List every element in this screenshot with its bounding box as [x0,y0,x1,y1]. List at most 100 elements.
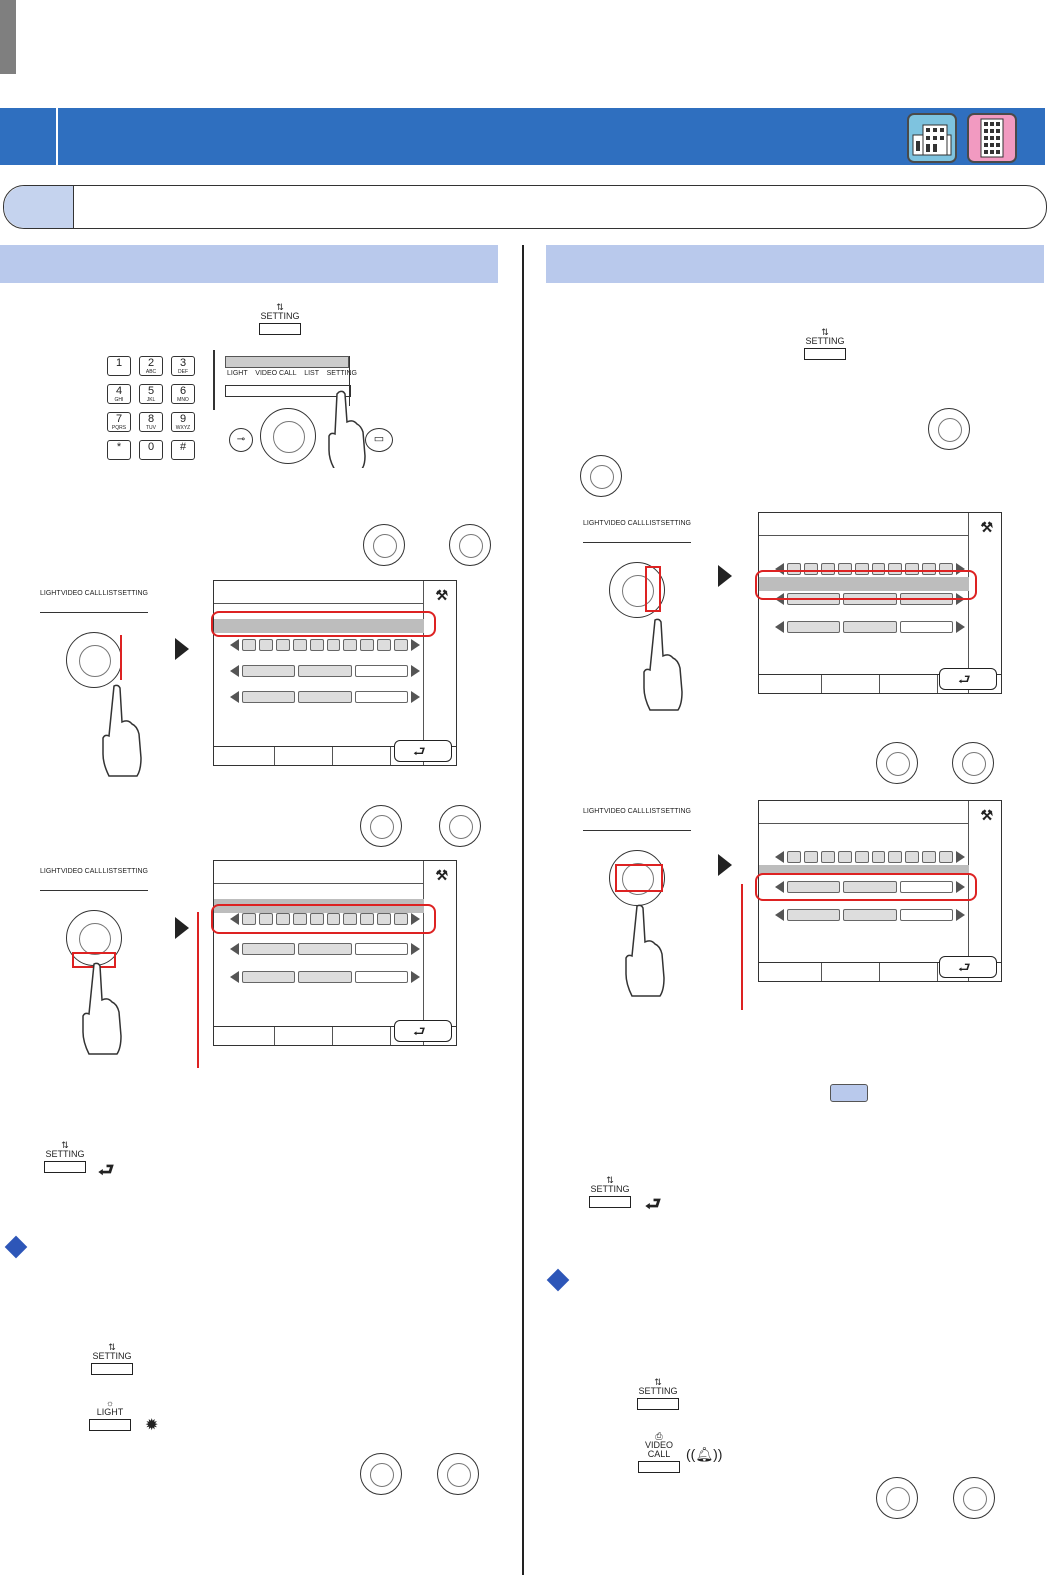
callout-line [741,884,743,1010]
pointing-hand-icon [328,390,366,468]
dpad-left-icon [437,1453,479,1495]
highlight-box [211,611,436,637]
keypad-key: * [107,440,131,460]
highlighted-row [759,865,969,875]
back-icon: ⮐ [394,1020,452,1042]
screen-mockup: ⚒ ⮐ [213,580,457,766]
next-arrow-icon [718,854,732,876]
highlighted-row [759,577,969,591]
setting-icon: ⇅ [108,1342,116,1352]
option-row [230,971,420,983]
dpad-right-icon [876,742,918,784]
unlock-key-icon: ⊸ [229,428,253,452]
pointing-hand-icon [643,618,683,711]
dpad-up-icon [363,524,405,566]
digit-row [775,563,965,575]
reference-badge [830,1084,868,1102]
highlighted-row [214,899,424,913]
setting-icon: ⇅ [61,1140,69,1150]
keypad-key: 0 [139,440,163,460]
section-number-divider [56,108,58,165]
highlighted-row [214,619,424,633]
dpad [260,408,316,464]
back-icon: ⮐ [394,740,452,762]
dpad-left-icon [952,742,994,784]
video-call-icon: ⎙ [655,1431,663,1441]
dpad [609,562,665,618]
next-arrow-icon [718,565,732,587]
callout-line [197,912,199,1068]
highlight-box [755,873,977,901]
keypad-key: 1 [107,356,131,376]
option-row [775,881,965,893]
dpad-up-icon [928,408,970,450]
building-icon [907,113,957,163]
dpad-right-icon [360,805,402,847]
dpad-right-icon [876,1477,918,1519]
back-icon: ⮐ [939,668,997,690]
back-icon: ⮐ [98,1160,115,1180]
back-icon: ⮐ [939,956,997,978]
settings-tools-icon: ⚒ [435,867,448,883]
setting-button-label: ⇅SETTING [803,328,847,360]
sun-icon: ✹ [145,1417,159,1434]
bell-ringing-icon: ((🔔︎)) [686,1446,723,1462]
option-row [230,943,420,955]
setting-button-label: ⇅SETTING [90,1343,134,1375]
light-button-label: ☼LIGHT [88,1399,132,1431]
settings-tools-icon: ⚒ [980,807,993,823]
keypad-key: # [171,440,195,460]
column-divider [522,245,524,1575]
option-row [230,665,420,677]
option-row [775,909,965,921]
screen-mockup: ⚒ ⮐ [213,860,457,1046]
light-icon: ☼ [105,1398,115,1408]
right-column-header [546,245,1044,283]
option-row [775,621,965,633]
video-call-button-label: ⎙VIDEO CALL [636,1432,682,1473]
dpad [66,910,122,966]
setting-button-label: ⇅SETTING [636,1378,680,1410]
pointing-hand-icon [102,684,142,777]
setting-icon: ⇅ [821,327,829,337]
note-diamond-icon [546,1268,570,1292]
section-header-bar [0,108,1045,165]
setting-button-label: ⇅SETTING [258,303,302,335]
digit-row [775,851,965,863]
setting-icon: ⇅ [276,302,284,312]
left-column-header [0,245,498,283]
next-arrow-icon [175,638,189,660]
setting-icon: ⇅ [654,1377,662,1387]
settings-tools-icon: ⚒ [435,587,448,603]
screen-mockup: ⚒ ⮐ [758,800,1002,982]
monitor-button-icon: ▭ [365,428,393,452]
dpad-right-icon [360,1453,402,1495]
pointing-hand-icon [82,962,122,1055]
subsection-pill [3,185,1047,229]
apartment-icon [967,113,1017,163]
highlight-box [755,570,977,600]
settings-tools-icon: ⚒ [980,519,993,535]
dpad-down-icon [449,524,491,566]
highlight-box [211,904,436,934]
next-arrow-icon [175,917,189,939]
page-edge-tab [0,0,16,74]
dpad-left-icon [953,1477,995,1519]
dpad-down-icon [580,455,622,497]
screen-mockup: ⚒ ⮐ [758,512,1002,694]
dpad [66,632,122,688]
setting-button-label: ⇅SETTING [588,1176,632,1208]
